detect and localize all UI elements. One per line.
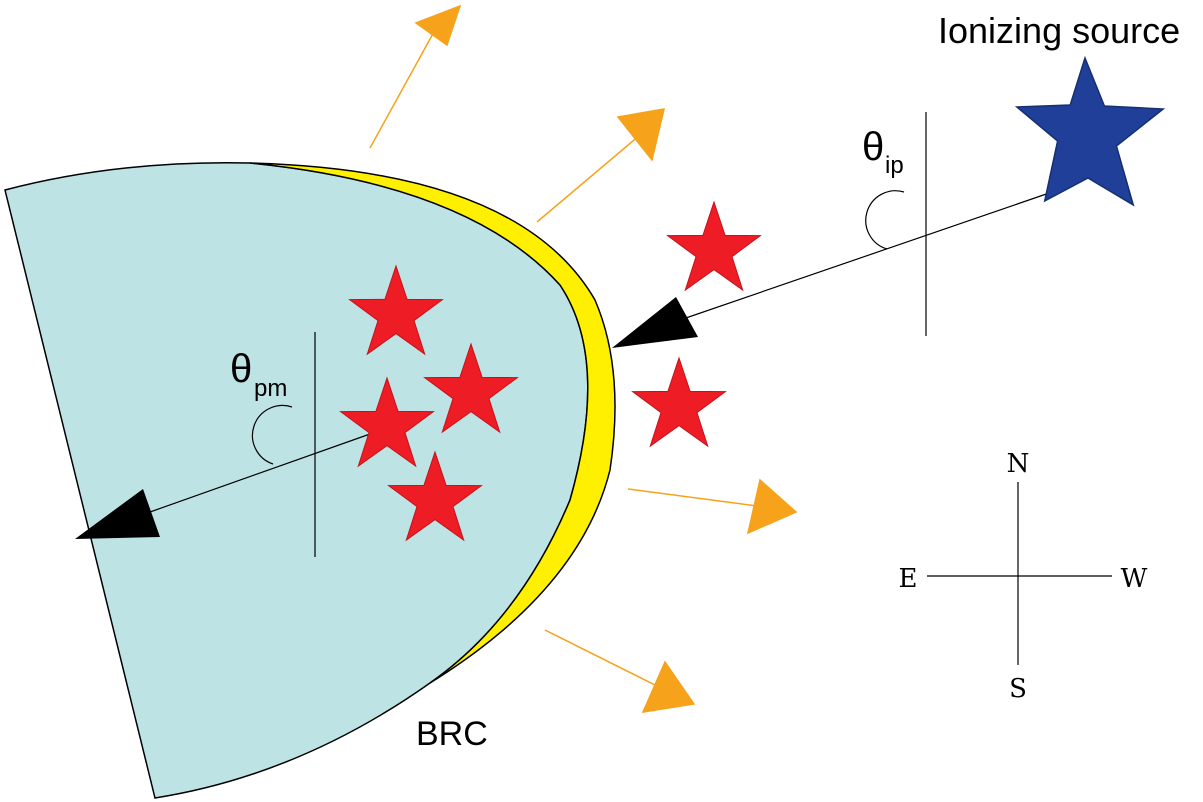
theta-ip-arc — [865, 190, 905, 250]
proper-motion-arrowhead — [75, 489, 160, 539]
outflow-arrow-line — [369, 29, 436, 149]
star-icon — [339, 376, 435, 468]
outflow-arrow-line — [544, 629, 666, 691]
outflow-arrows — [369, 4, 798, 713]
ionizing-source-label: Ionizing source — [938, 10, 1180, 51]
cloud-body — [4, 162, 589, 799]
theta-pm-subscript: pm — [254, 375, 287, 402]
compass-west: W — [1121, 564, 1148, 594]
compass-north: N — [1007, 449, 1030, 479]
theta-ip-subscript: ip — [885, 152, 904, 179]
star-icon — [631, 356, 727, 448]
star-icon — [1014, 55, 1166, 207]
star-icon — [423, 342, 519, 434]
outflow-arrow-line — [536, 134, 641, 223]
star-icon — [348, 264, 444, 356]
ionizing-direction-line — [679, 189, 1059, 321]
arrow-icon — [616, 108, 665, 162]
compass — [927, 482, 1112, 665]
arrow-icon — [746, 478, 798, 535]
theta-ip-symbol: θ — [862, 125, 884, 169]
bright-rim — [249, 162, 616, 684]
young-stars — [339, 200, 762, 542]
arrow-icon — [414, 4, 462, 47]
ionizing-arrowhead — [612, 297, 698, 348]
star-icon — [666, 200, 762, 292]
star-icon — [387, 450, 483, 542]
theta-pm-symbol: θ — [230, 347, 252, 391]
theta-pm-arc — [251, 404, 293, 465]
arrow-icon — [641, 660, 696, 713]
compass-south: S — [1009, 674, 1027, 704]
compass-east: E — [899, 564, 918, 594]
proper-motion-line — [149, 433, 371, 513]
outflow-arrow-line — [627, 488, 766, 508]
brc-label: BRC — [416, 715, 488, 753]
